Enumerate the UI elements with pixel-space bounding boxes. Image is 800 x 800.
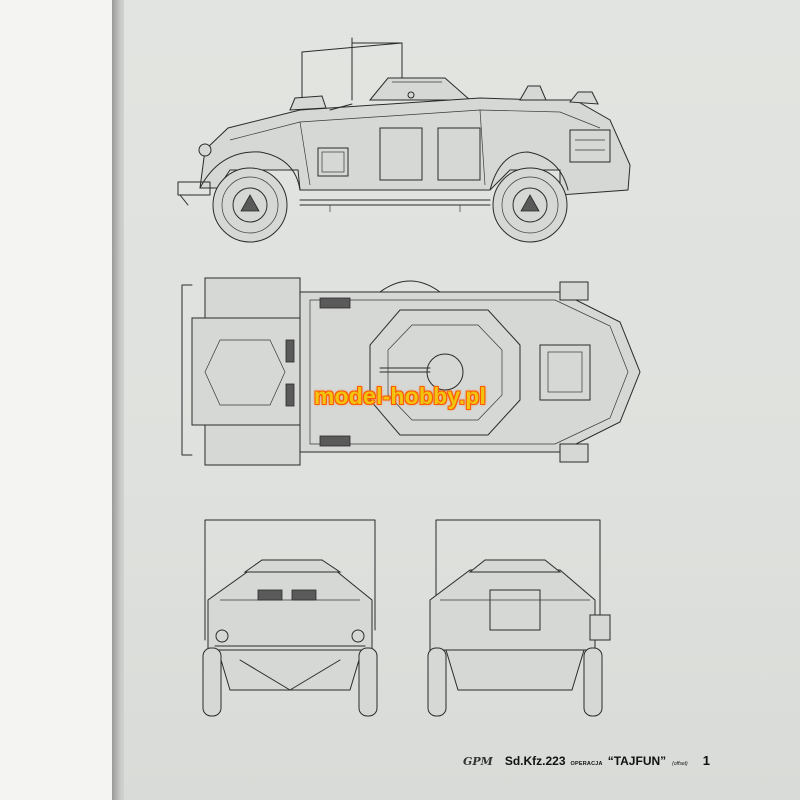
front-view	[202, 519, 378, 717]
operation-name: “TAJFUN”	[607, 754, 667, 768]
operation-label: OPERACJA	[570, 761, 603, 767]
top-view	[181, 277, 641, 466]
publisher-logo: GPM	[463, 755, 493, 768]
left-page-edge	[0, 0, 112, 800]
book-spine	[112, 0, 126, 800]
print-note: (offset)	[672, 761, 688, 767]
model-designation: Sd.Kfz.223	[504, 754, 566, 768]
side-view	[177, 37, 631, 243]
rear-view	[427, 519, 611, 717]
page-number: 1	[702, 753, 710, 768]
watermark-text: model-hobby.pl	[313, 383, 487, 409]
page-footer: GPM Sd.Kfz.223 OPERACJA “TAJFUN” (offset…	[463, 753, 710, 768]
